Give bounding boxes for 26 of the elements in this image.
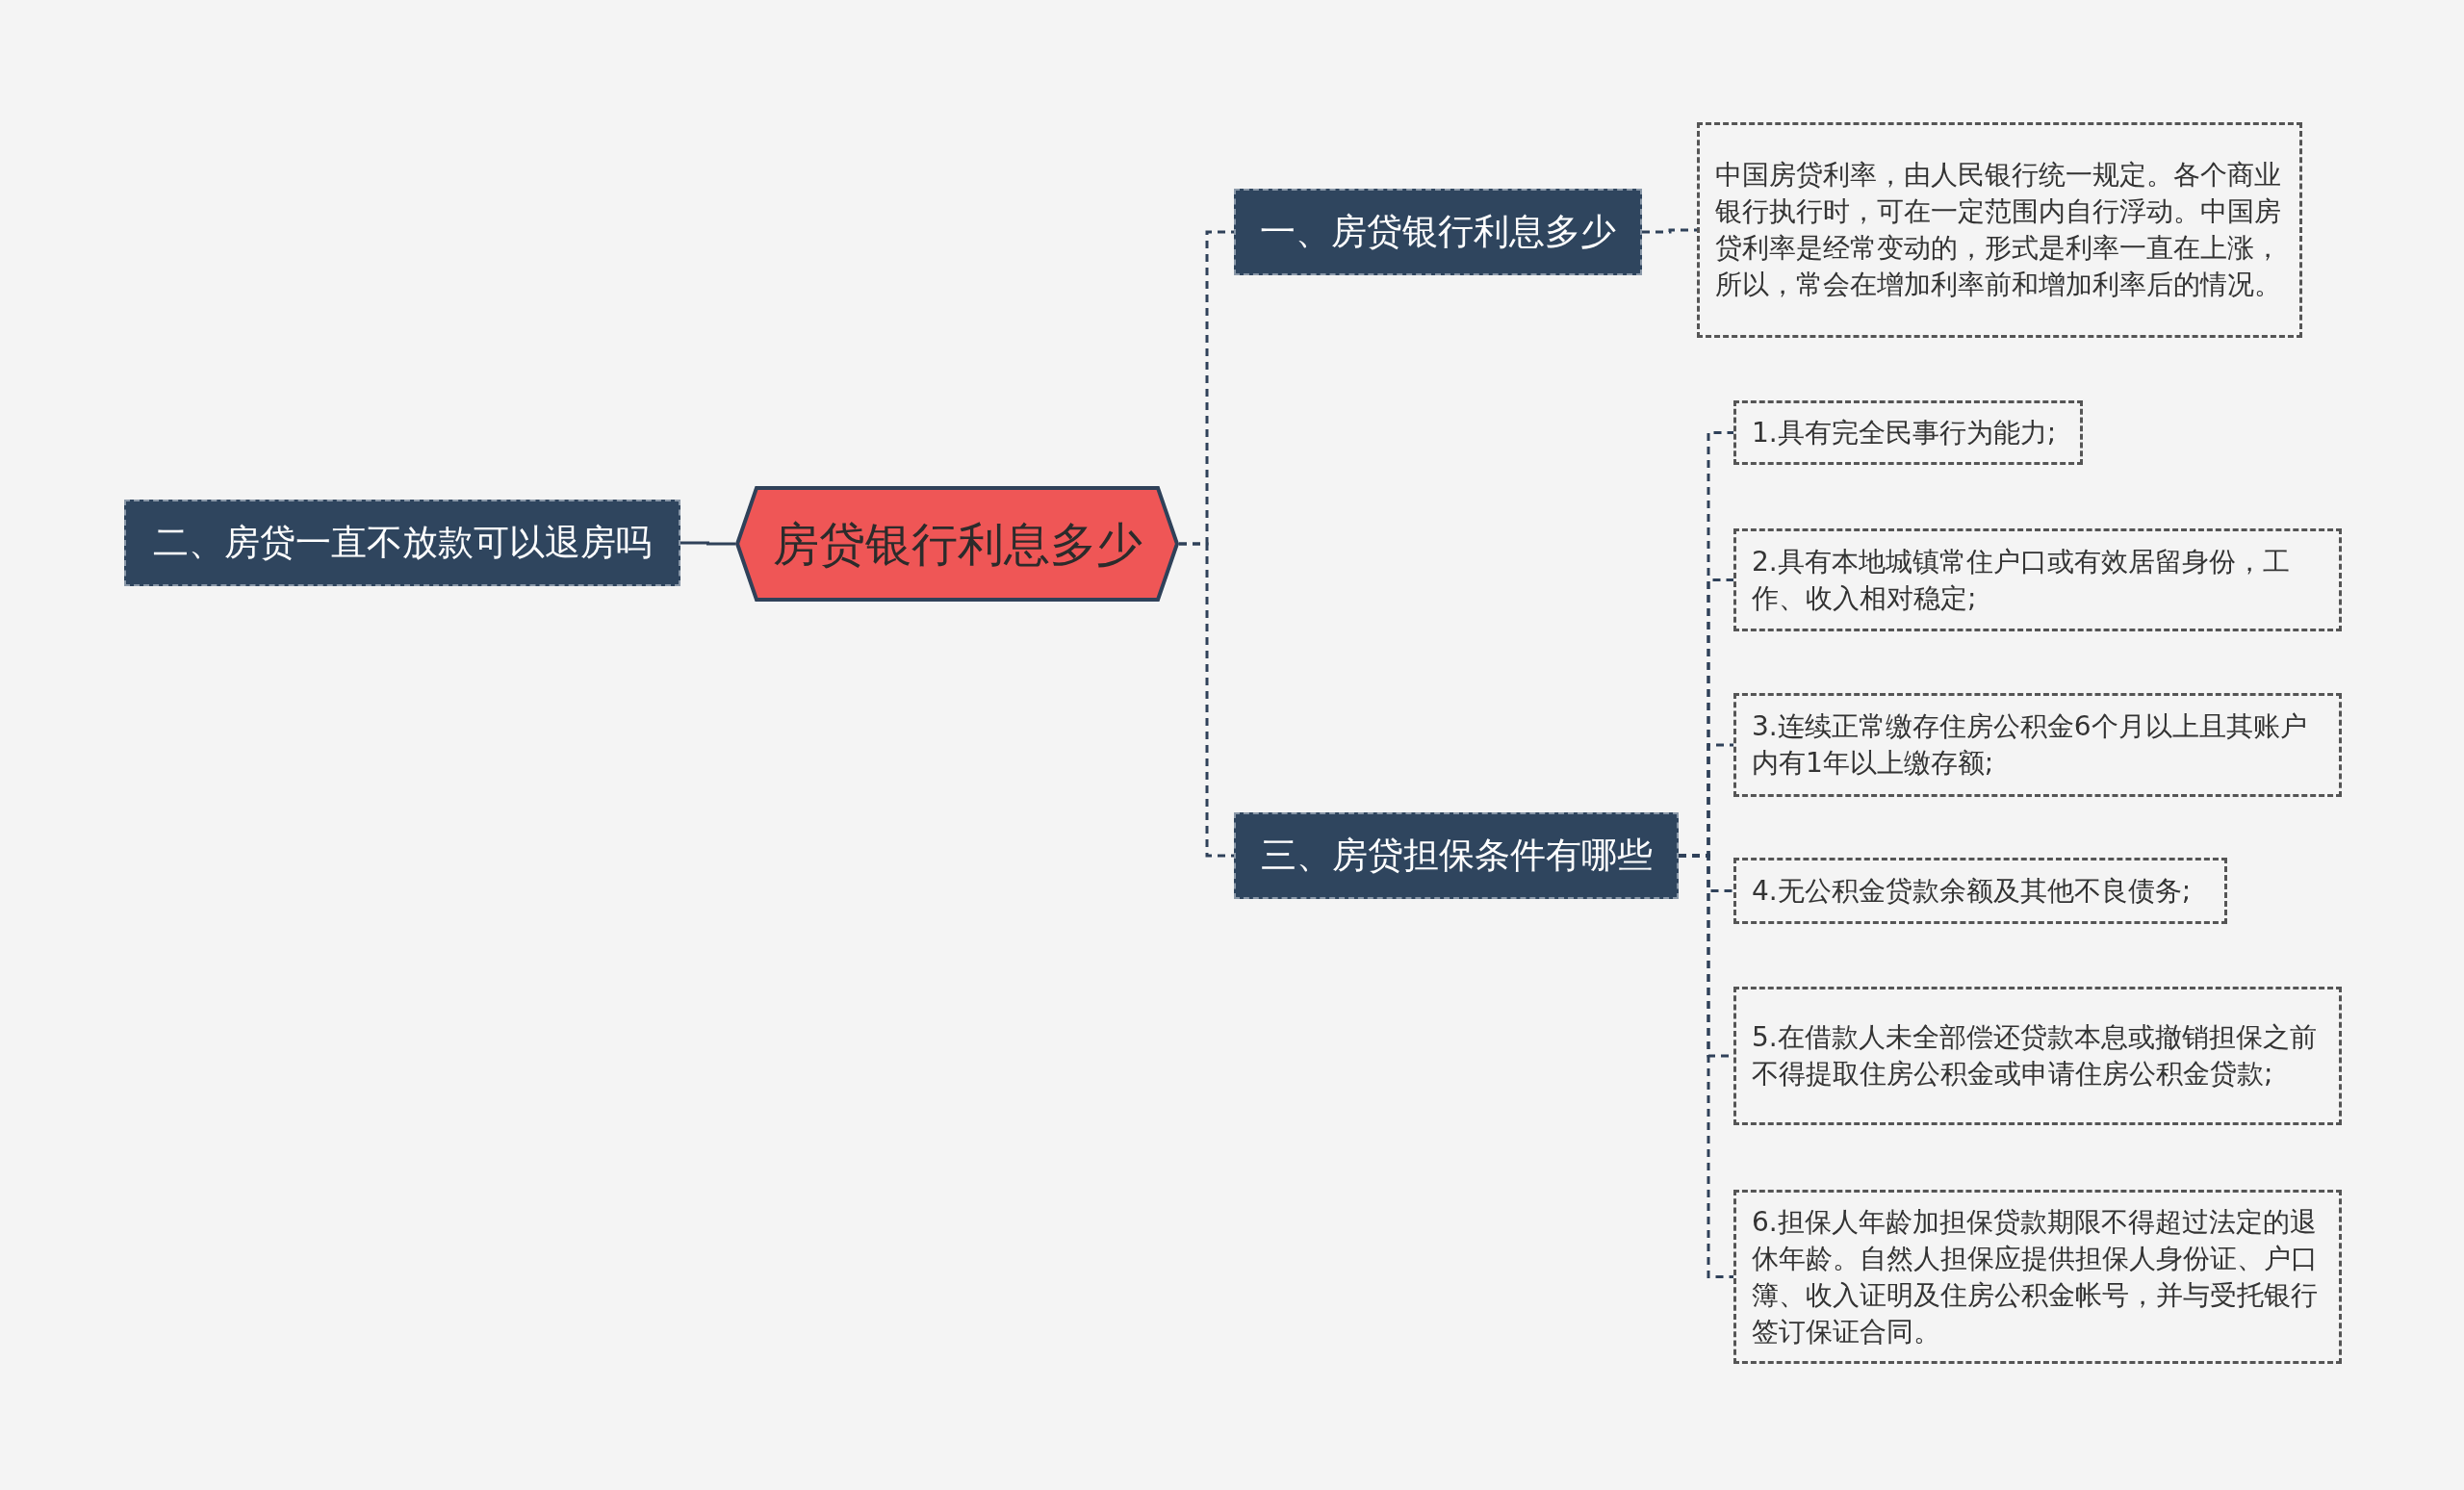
detail-box [1733,858,2227,924]
central-topic-hexagon [735,486,1179,602]
node-text: 2.具有本地城镇常住户口或有效居留身份，工作、收入相对稳定; [1752,544,2291,616]
node-text: 4.无公积金贷款余额及其他不良债务; [1752,873,2192,909]
node-text: 3.连续正常缴存住房公积金6个月以上且其账户内有1年以上缴存额; [1752,709,2308,781]
node-text: 5.在借款人未全部偿还贷款本息或撤销担保之前不得提取住房公积金或申请住房公积金贷款; [1752,1020,2318,1092]
node-text: 一、房贷银行利息多少 [1260,210,1616,255]
detail-box [1733,693,2342,797]
node-text: 1.具有完全民事行为能力; [1752,415,2057,450]
node-text: 二、房贷一直不放款可以退房吗 [153,521,652,566]
node-text: 6.担保人年龄加担保贷款期限不得超过法定的退休年龄。自然人担保应提供担保人身份证、户口簿、收入证明及住房公积金帐号，并与受托银行签订保证合同。 [1752,1204,2319,1349]
topic-box [124,500,680,586]
topic-box [1234,812,1679,899]
detail-box [1733,987,2342,1125]
detail-box [1733,1190,2342,1364]
node-text: 房贷银行利息多少 [772,517,1142,571]
connector-line [1679,854,1733,1278]
connector-line [680,541,735,546]
connector-line [1179,542,1234,858]
node-text: 中国房贷利率，由人民银行统一规定。各个商业银行执行时，可在一定范围内自行浮动。中国房贷利率是经常变动的，形式是利率一直在上涨，所以，常会在增加利率前和增加利率后的情况。 [1715,158,2282,302]
detail-box [1733,528,2342,631]
detail-box [1733,400,2083,465]
node-text: 三、房贷担保条件有哪些 [1260,834,1653,879]
detail-box [1697,122,2302,338]
connector-line [1642,228,1697,234]
topic-box [1234,189,1642,275]
